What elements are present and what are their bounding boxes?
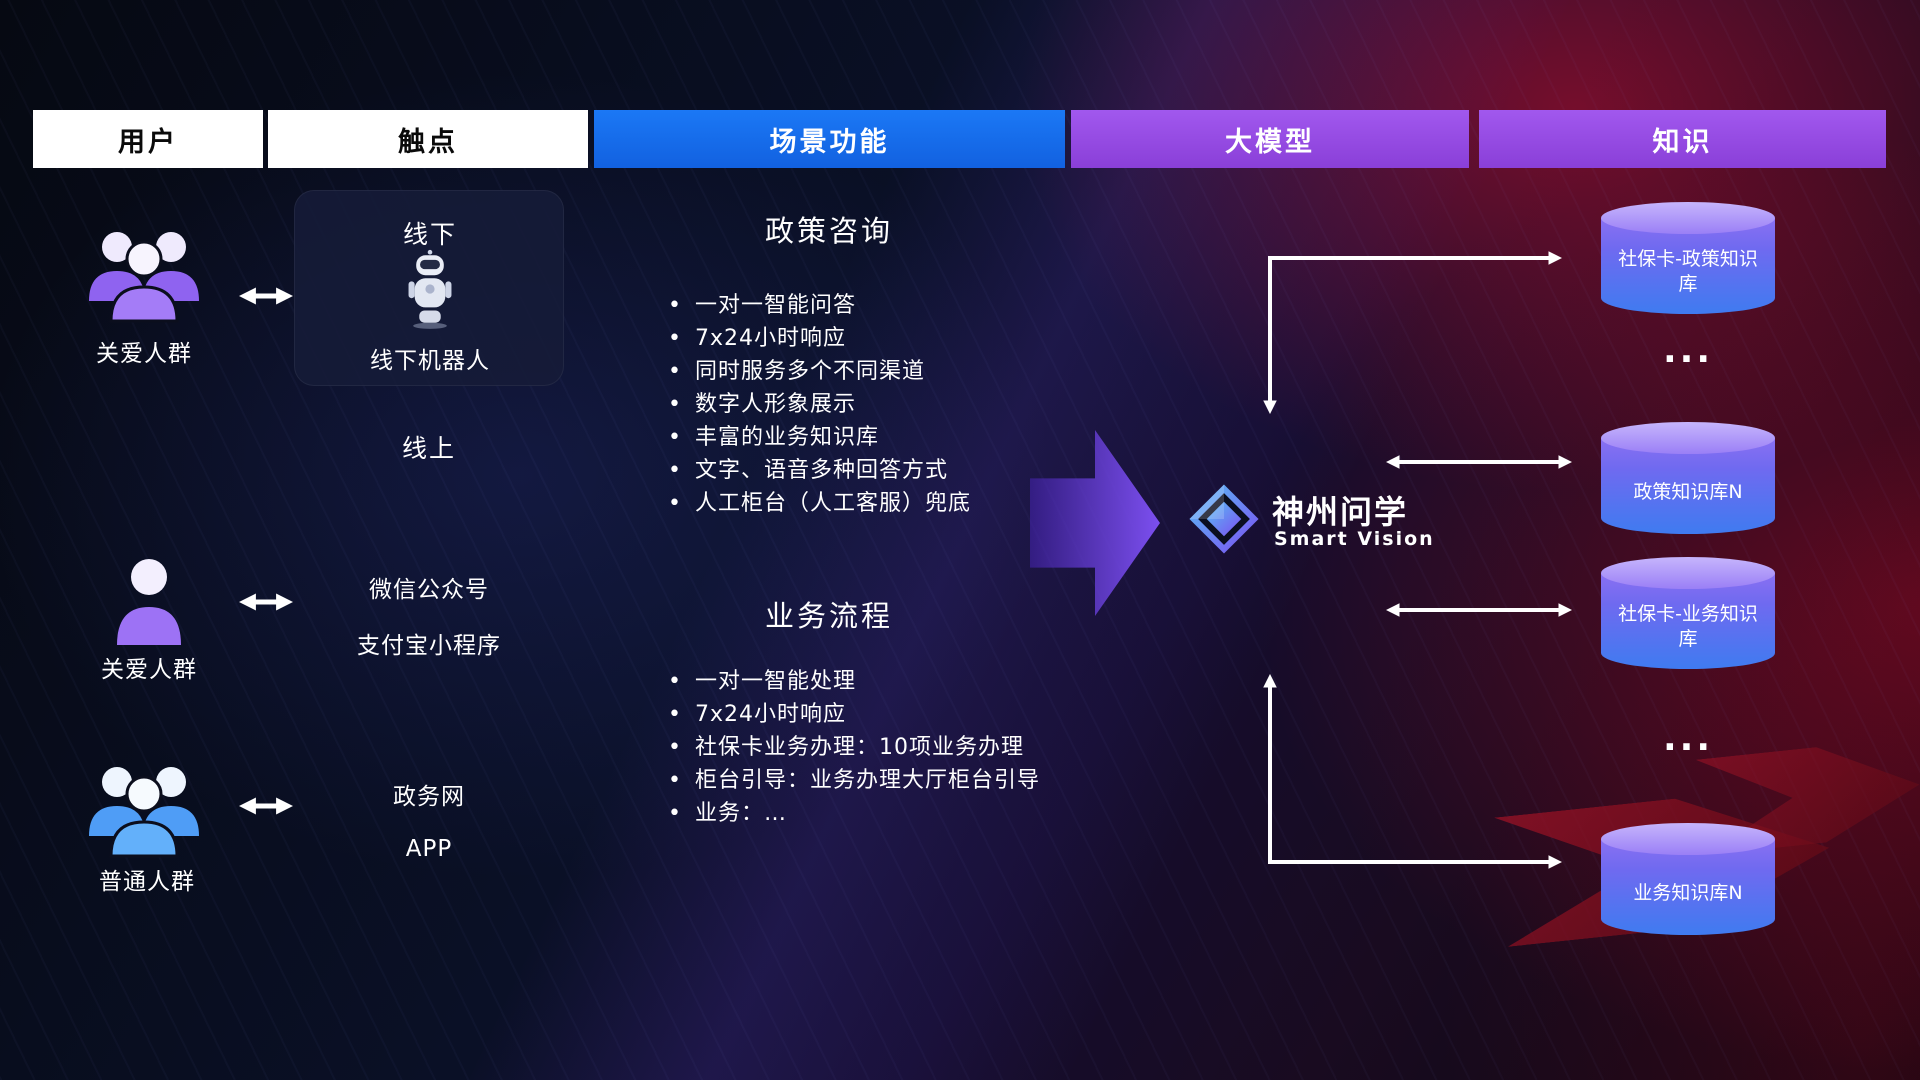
- knowledge-ellipsis: ...: [1662, 330, 1714, 371]
- user-group1-label: 关爱人群: [96, 341, 192, 367]
- elbow-arrow-to-db1: [1263, 251, 1563, 415]
- policy-feature-list: 一对一智能问答 7x24小时响应 同时服务多个不同渠道 数字人形象展示 丰富的业…: [668, 289, 971, 520]
- db-cylinder-body: [1601, 438, 1775, 534]
- knowledge-db-label: 业务知识库N: [1633, 881, 1743, 904]
- robot-icon: [407, 249, 453, 333]
- column-header-scene-functions: 场景功能: [594, 110, 1065, 168]
- db-cylinder-body: [1601, 839, 1775, 935]
- knowledge-db-policy-n: 政策知识库N: [1601, 422, 1775, 534]
- knowledge-db-business-n: 业务知识库N: [1601, 823, 1775, 935]
- policy-feature-item: 一对一智能问答: [668, 289, 971, 322]
- knowledge-ellipsis: ...: [1662, 718, 1714, 759]
- policy-feature-item: 同时服务多个不同渠道: [668, 355, 971, 388]
- db-cylinder-top: [1601, 422, 1775, 454]
- offline-title: 线下: [402, 220, 457, 249]
- policy-section-title: 政策咨询: [764, 214, 893, 248]
- policy-feature-item: 文字、语音多种回答方式: [668, 454, 971, 487]
- column-header-knowledge: 知识: [1479, 110, 1886, 168]
- business-feature-item: 柜台引导：业务办理大厅柜台引导: [668, 764, 1040, 797]
- column-header-scene-functions-label: 场景功能: [769, 126, 890, 158]
- user-group-purple-icon: [79, 222, 209, 328]
- column-header-touchpoints: 触点: [268, 110, 588, 168]
- elbow-arrow-to-db4: [1263, 673, 1563, 869]
- db-cylinder-top: [1601, 823, 1775, 855]
- knowledge-db-label: 政策知识库N: [1633, 480, 1743, 503]
- business-feature-item: 7x24小时响应: [668, 698, 1040, 731]
- policy-feature-item: 数字人形象展示: [668, 388, 971, 421]
- touchpoint-app: APP: [405, 836, 453, 862]
- user-person-purple-icon: [109, 551, 189, 655]
- smart-vision-logo-icon: [1188, 483, 1260, 559]
- knowledge-db-label: 社保卡-政策知识库: [1618, 248, 1758, 295]
- user-group-blue-icon: [79, 757, 209, 863]
- column-header-users-label: 用户: [118, 126, 178, 158]
- offline-touchpoint-card: 线下 线下机器人: [294, 190, 564, 386]
- db-cylinder-body: [1601, 218, 1775, 314]
- column-header-touchpoints-label: 触点: [398, 126, 458, 158]
- column-header-users: 用户: [33, 110, 263, 168]
- model-name: 神州问学: [1272, 493, 1409, 531]
- policy-feature-item: 人工柜台（人工客服）兜底: [668, 487, 971, 520]
- online-title: 线上: [401, 434, 456, 463]
- user-group2-label: 关爱人群: [101, 657, 197, 683]
- knowledge-db-business-ssc: 社保卡-业务知识库: [1601, 557, 1775, 669]
- business-section-title: 业务流程: [764, 599, 893, 633]
- touchpoint-alipay: 支付宝小程序: [357, 633, 501, 659]
- touchpoint-wechat: 微信公众号: [369, 577, 489, 603]
- flow-arrow: [1030, 430, 1160, 616]
- db-cylinder-body: [1601, 573, 1775, 669]
- business-feature-list: 一对一智能处理 7x24小时响应 社保卡业务办理：10项业务办理 柜台引导：业务…: [668, 665, 1040, 830]
- db-cylinder-top: [1601, 557, 1775, 589]
- model-subtitle: Smart Vision: [1274, 528, 1435, 550]
- business-feature-item: 业务：…: [668, 797, 1040, 830]
- column-header-knowledge-label: 知识: [1652, 126, 1713, 158]
- business-feature-item: 社保卡业务办理：10项业务办理: [668, 731, 1040, 764]
- db-cylinder-top: [1601, 202, 1775, 234]
- column-header-large-model: 大模型: [1071, 110, 1469, 168]
- policy-feature-item: 丰富的业务知识库: [668, 421, 971, 454]
- column-header-large-model-label: 大模型: [1225, 126, 1315, 158]
- user-group3-label: 普通人群: [99, 869, 195, 895]
- policy-feature-item: 7x24小时响应: [668, 322, 971, 355]
- knowledge-db-label: 社保卡-业务知识库: [1618, 603, 1758, 650]
- knowledge-db-policy-ssc: 社保卡-政策知识库: [1601, 202, 1775, 314]
- offline-robot-label: 线下机器人: [370, 348, 490, 374]
- business-feature-item: 一对一智能处理: [668, 665, 1040, 698]
- touchpoint-gov-web: 政务网: [393, 784, 465, 810]
